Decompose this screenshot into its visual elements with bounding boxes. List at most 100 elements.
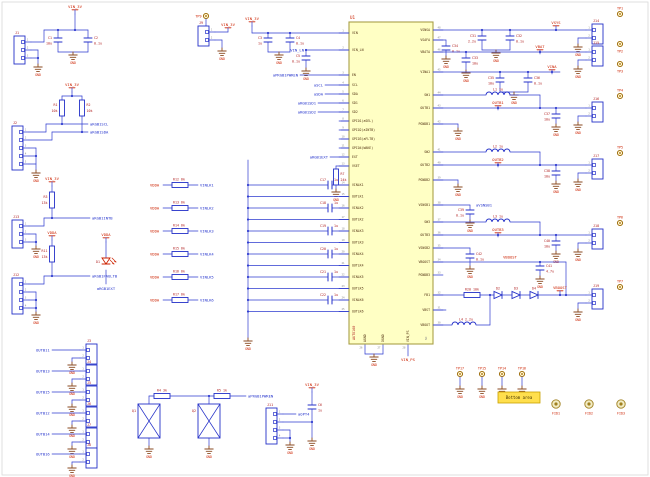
ground-symbol[interactable]: GND xyxy=(461,69,471,83)
power-flag-VIN_3V[interactable]: VIN_3V xyxy=(68,4,83,15)
power-flag-VIN_3V[interactable]: VIN_3V xyxy=(305,382,320,393)
power-flag-VIN_3V[interactable]: VIN_3V xyxy=(65,82,80,93)
ground-symbol[interactable]: GND xyxy=(31,311,41,325)
led-D1[interactable]: D1 xyxy=(96,257,117,265)
net-label-OUTB11[interactable]: OUTB11 xyxy=(36,348,50,353)
net-label-aRGB1SDA[interactable]: aRGB1SDA xyxy=(90,130,109,135)
ground-symbol[interactable]: GND xyxy=(465,265,475,279)
ground-symbol[interactable]: GND xyxy=(441,55,451,69)
ground-symbol[interactable]: GND xyxy=(217,47,227,61)
power-flag-VDDA[interactable]: VDDA xyxy=(101,232,111,243)
net-label-VINLK5[interactable]: VINLK5 xyxy=(200,275,214,280)
net-label-VINLK3[interactable]: VINLK3 xyxy=(200,229,214,234)
net-label-VINLK2[interactable]: VINLK2 xyxy=(200,206,214,211)
ground-symbol[interactable]: GND xyxy=(573,121,583,135)
fiducial-FID2[interactable]: FID2 xyxy=(584,399,594,416)
net-label-VINLK6[interactable]: VINLK6 xyxy=(200,298,214,303)
net-label-aRGB1EXT[interactable]: aRGB1EXT xyxy=(310,155,329,160)
ground-symbol[interactable]: GND xyxy=(67,382,77,396)
ground-symbol[interactable]: GND xyxy=(573,65,583,79)
ground-symbol[interactable]: GND xyxy=(455,385,465,399)
net-label-aSCL[interactable]: aSCL xyxy=(314,83,324,88)
testpoint-TP15[interactable]: TP15 xyxy=(478,367,486,378)
testpoint-TP3[interactable]: TP3 xyxy=(617,60,623,74)
ground-symbol[interactable]: GND xyxy=(31,169,41,183)
net-label-OUTB15[interactable]: OUTB15 xyxy=(36,390,50,395)
testpoint-TP14[interactable]: TP14 xyxy=(498,367,506,378)
net-label-OUTB14[interactable]: OUTB14 xyxy=(36,432,50,437)
net-label-aRGB1FAULTB[interactable]: aRGB1FAULTB xyxy=(92,274,118,279)
net-label-OUTB13[interactable]: OUTB13 xyxy=(36,369,50,374)
net-label-aRGB1INTB[interactable]: aRGB1INTB xyxy=(92,216,113,221)
net-label-VINLK4[interactable]: VINLK4 xyxy=(200,252,214,257)
testpoint-TP16[interactable]: TP16 xyxy=(518,367,526,378)
net-label-aRGB1SCL[interactable]: aRGB1SCL xyxy=(90,122,109,127)
power-flag-VIN_3V[interactable]: VIN_3V xyxy=(45,176,60,187)
power-flag-VIN_3V[interactable]: VIN_3V xyxy=(221,22,236,33)
ground-symbol[interactable]: GND xyxy=(453,183,463,197)
ground-symbol[interactable]: GND xyxy=(67,464,77,477)
ground-symbol[interactable]: GND xyxy=(477,385,487,399)
net-label-OUTB16[interactable]: OUTB16 xyxy=(36,452,50,457)
net-label-OUTB12[interactable]: OUTB12 xyxy=(36,411,50,416)
ground-symbol[interactable]: GND xyxy=(573,43,583,57)
power-flag-VDDA[interactable]: VDDA xyxy=(47,230,57,241)
ground-symbol[interactable]: GND xyxy=(573,248,583,262)
ground-symbol[interactable]: GND xyxy=(551,123,561,137)
net-label-aSDA[interactable]: aSDA xyxy=(314,92,324,97)
ground-symbol[interactable]: GND xyxy=(491,49,501,63)
ground-symbol[interactable]: GND xyxy=(465,219,475,233)
ground-symbol[interactable]: GND xyxy=(453,127,463,141)
ground-symbol[interactable]: GND xyxy=(204,445,214,459)
ground-symbol[interactable]: GND xyxy=(274,51,284,65)
ground-symbol[interactable]: GND xyxy=(243,337,253,351)
net-label-VDDA[interactable]: VDDA xyxy=(150,298,160,303)
ground-symbol[interactable]: GND xyxy=(535,275,545,289)
testpoint-TP4[interactable]: TP4 xyxy=(617,89,623,100)
net-label-VIN_LN[interactable]: VIN_LN xyxy=(290,48,304,53)
net-label-aRGB1EXT[interactable]: aRGB1EXT xyxy=(97,286,116,291)
testpoint-TP2[interactable]: TP2 xyxy=(617,40,623,54)
ground-symbol[interactable]: GND xyxy=(573,308,583,322)
ground-symbol[interactable]: GND xyxy=(144,445,154,459)
ground-symbol[interactable]: GND xyxy=(68,51,78,65)
testpoint-TP7[interactable]: TP7 xyxy=(617,280,623,291)
net-label-VBOOST[interactable]: VBOOST xyxy=(503,255,517,260)
ground-symbol[interactable]: GND xyxy=(31,245,41,259)
ground-symbol[interactable]: GND xyxy=(67,445,77,459)
net-label-aRGB1SD2[interactable]: aRGB1SD2 xyxy=(298,110,316,115)
ground-symbol[interactable]: GND xyxy=(67,403,77,417)
net-label-aOPT4[interactable]: aOPT4 xyxy=(298,412,310,417)
ground-symbol[interactable]: GND xyxy=(301,67,311,81)
net-label-aPRGB1PWREN[interactable]: aPRGB1PWREN xyxy=(248,394,274,399)
net-label-VDDA[interactable]: VDDA xyxy=(150,183,160,188)
ground-symbol[interactable]: GND xyxy=(67,361,77,375)
power-flag-VIN_3V[interactable]: VIN_3V xyxy=(245,16,260,27)
ground-symbol[interactable]: GND xyxy=(551,180,561,194)
ground-symbol[interactable]: GND xyxy=(67,424,77,438)
testpoint-TP1[interactable]: TP1 xyxy=(617,7,623,18)
ground-symbol[interactable]: GND xyxy=(33,63,43,77)
net-label-aPRGB1PWREN[interactable]: aPRGB1PWREN xyxy=(273,73,299,78)
net-label-VDDA[interactable]: VDDA xyxy=(150,275,160,280)
